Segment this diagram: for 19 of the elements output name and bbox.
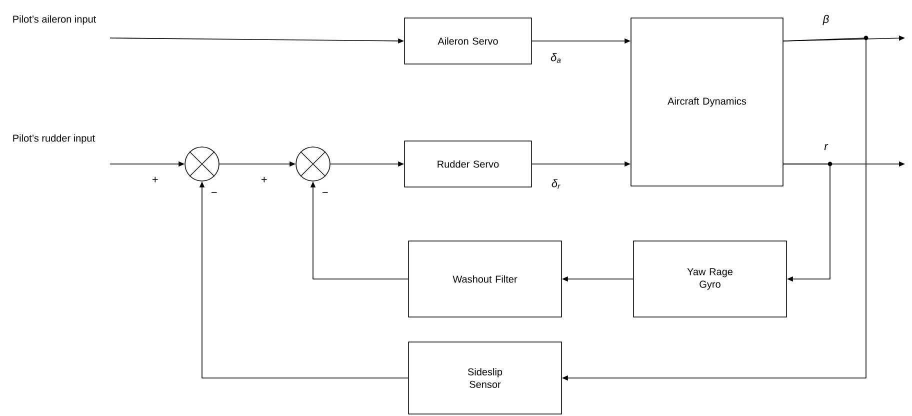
input-label: Pilot’s aileron input <box>13 15 96 25</box>
edge-label: β <box>822 14 829 26</box>
edge-label: δ$_{a}$ <box>550 53 561 63</box>
block-box: Rudder Servo <box>404 140 532 188</box>
edge-label: δ$_{r}$ <box>552 179 560 189</box>
block-box: Sideslip Sensor <box>408 342 562 414</box>
block-box: Yaw Rage Gyro <box>633 240 787 318</box>
edge-label: r <box>824 144 828 150</box>
edge-label: − <box>322 192 328 193</box>
summing-junction <box>184 146 220 182</box>
block-box: Aileron Servo <box>404 18 532 64</box>
arrow <box>783 164 830 282</box>
input-label: Pilot’s rudder input <box>13 134 95 144</box>
summing-junction <box>296 146 330 182</box>
block-box: Washout Filter <box>408 240 562 318</box>
edge-label: + <box>152 176 158 182</box>
edge-label: − <box>212 192 217 193</box>
block-box: Aircraft Dynamics <box>630 18 784 186</box>
edge-label: + <box>261 176 267 182</box>
